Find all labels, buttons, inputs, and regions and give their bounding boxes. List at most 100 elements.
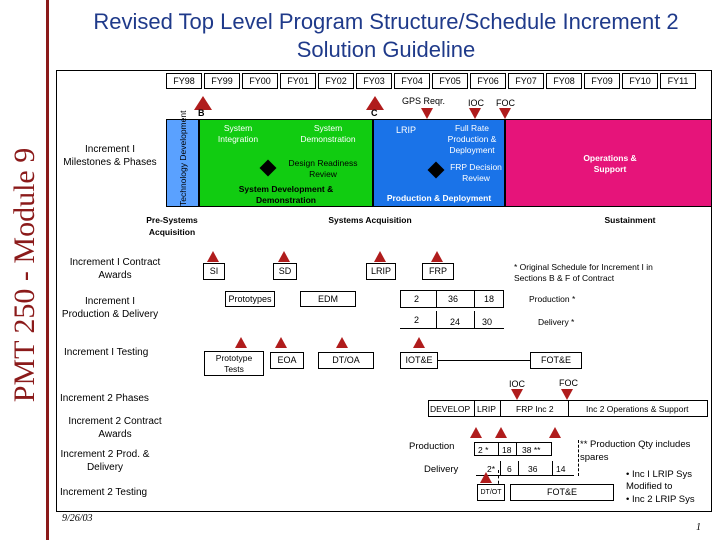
foc-label-top: FOC [496, 98, 515, 108]
test-marker [275, 337, 287, 348]
pd-label: Production & Deployment [386, 193, 492, 203]
inc2-bullet-1: • Inc I LRIP Sys Modified to [626, 469, 692, 492]
inc2-develop: DEVELOP [430, 404, 471, 414]
inc1-testing-label: Increment I Testing [64, 347, 149, 358]
milestone-b-triangle [194, 96, 212, 110]
si-award-box: SI [203, 263, 225, 280]
operations-support-bar [505, 119, 712, 207]
tech-dev-bar [166, 119, 199, 207]
inc2-bullet-1-text: Inc I LRIP Sys Modified to [626, 469, 692, 492]
frp-decision-label: FRP Decision Review [450, 162, 502, 183]
test-marker [413, 337, 425, 348]
sdd-bar [199, 119, 373, 207]
test-marker [336, 337, 348, 348]
sd-award-box: SD [273, 263, 297, 280]
milestone-c-label: C [371, 108, 378, 118]
fiscal-year-cell: FY04 [394, 73, 430, 89]
inc1-milestones-label: Increment I Milestones & Phases [63, 144, 157, 168]
inc2-award-marker [495, 427, 507, 438]
system-integration-label: System Integration [217, 123, 259, 144]
tech-dev-label: Technology Development [177, 110, 188, 206]
lrip-award-marker [374, 251, 386, 262]
ioc-marker-top [469, 108, 481, 119]
inc1-delivery-label: Delivery * [538, 317, 575, 327]
side-title: PMT 250 - Module 9 [8, 147, 41, 403]
milestone-b-label: B [198, 108, 205, 118]
frp-award-box: FRP [422, 263, 454, 280]
fiscal-year-cell: FY98 [166, 73, 202, 89]
edm-box: EDM [300, 291, 356, 307]
inc2-deliv-value: 2* [487, 464, 496, 474]
inc1-prod-value: 18 [484, 294, 495, 304]
prototype-tests-box: Prototype Tests [204, 351, 264, 376]
inc2-bullet-2-text: Inc 2 LRIP Sys [631, 494, 695, 505]
inc2-prod-value: 2 * [478, 445, 489, 455]
os-label: Operations & Support [583, 153, 637, 174]
system-demonstration-label: System Demonstration [300, 123, 356, 144]
design-readiness-label: Design Readiness Review [288, 158, 358, 179]
inc1-deliv-value: 2 [414, 315, 420, 325]
full-rate-label: Full Rate Production & Deployment [447, 123, 497, 155]
inc1-foc-label: FOC [559, 378, 578, 388]
inc2-deliv-value: 36 [528, 464, 538, 474]
inc2-os: Inc 2 Operations & Support [586, 404, 689, 414]
fiscal-year-cell: FY02 [318, 73, 354, 89]
prototypes-box: Prototypes [225, 291, 275, 307]
fiscal-year-cell: FY06 [470, 73, 506, 89]
inc1-ioc-label: IOC [509, 379, 526, 389]
inc1-production-label: Increment I Production & Delivery [61, 296, 159, 320]
sdd-label: System Development & Demonstration [238, 184, 334, 205]
inc1-foc-marker [561, 389, 573, 400]
fiscal-year-cell: FY08 [546, 73, 582, 89]
eoa-box: EOA [270, 352, 304, 369]
production-deployment-bar [373, 119, 505, 207]
sustainment-label: Sustainment [604, 215, 656, 225]
fiscal-year-cell: FY01 [280, 73, 316, 89]
inc1-prod-value: 2 [414, 294, 420, 304]
inc2-prod-label: Increment 2 Prod. & Delivery [60, 449, 150, 473]
dtot-box: DT/OT [477, 484, 505, 501]
inc2-prod-value: 18 [502, 445, 512, 455]
systems-acq-label: Systems Acquisition [328, 215, 412, 225]
chart-frame [56, 70, 712, 512]
inc2-lrip: LRIP [477, 404, 496, 414]
fiscal-year-cell: FY09 [584, 73, 620, 89]
inc2-prod-value: 38 ** [522, 445, 541, 455]
gps-reqr-label: GPS Reqr. [402, 96, 446, 106]
inc1-deliv-value: 30 [482, 317, 493, 327]
dtoa-box: DT/OA [318, 352, 374, 369]
inc1-contract-label: Increment I Contract Awards [69, 257, 161, 281]
inc1-deliv-value: 24 [450, 317, 461, 327]
inc2-bullet-2: • Inc 2 LRIP Sys [626, 494, 695, 505]
inc2-deliv-value: 14 [556, 464, 566, 474]
sd-award-marker [278, 251, 290, 262]
fiscal-year-cell: FY10 [622, 73, 658, 89]
inc2-test-marker [480, 472, 492, 483]
lrip-award-box: LRIP [366, 263, 396, 280]
inc2-contract-label: Increment 2 Contract Awards [68, 416, 162, 440]
lrip-phase-label: LRIP [396, 125, 417, 135]
foc-marker-top [499, 108, 511, 119]
test-marker [235, 337, 247, 348]
inc2-production-bar [474, 442, 552, 456]
inc1-production-bar [400, 290, 504, 308]
fiscal-year-cell: FY07 [508, 73, 544, 89]
inc1-ioc-marker [511, 389, 523, 400]
footer-page: 1 [696, 522, 701, 533]
footer-date: 9/26/03 [62, 513, 93, 524]
si-award-marker [207, 251, 219, 262]
inc1-prod-value: 36 [448, 294, 459, 304]
inc2-phases-label: Increment 2 Phases [60, 393, 149, 404]
inc2-award-marker [470, 427, 482, 438]
fote-box: FOT&E [530, 352, 582, 369]
inc2-frp: FRP Inc 2 [516, 404, 554, 414]
inc1-production-label: Production * [529, 294, 576, 304]
inc2-fote-box: FOT&E [510, 484, 614, 501]
inc2-deliv-value: 6 [507, 464, 512, 474]
fiscal-year-cell: FY03 [356, 73, 392, 89]
ioc-label-top: IOC [468, 98, 485, 108]
fiscal-year-cell: FY99 [204, 73, 240, 89]
inc1-note: * Original Schedule for Increment I in S… [514, 262, 653, 283]
fiscal-year-cell: FY05 [432, 73, 468, 89]
page-title: Revised Top Level Program Structure/Sche… [93, 9, 679, 62]
